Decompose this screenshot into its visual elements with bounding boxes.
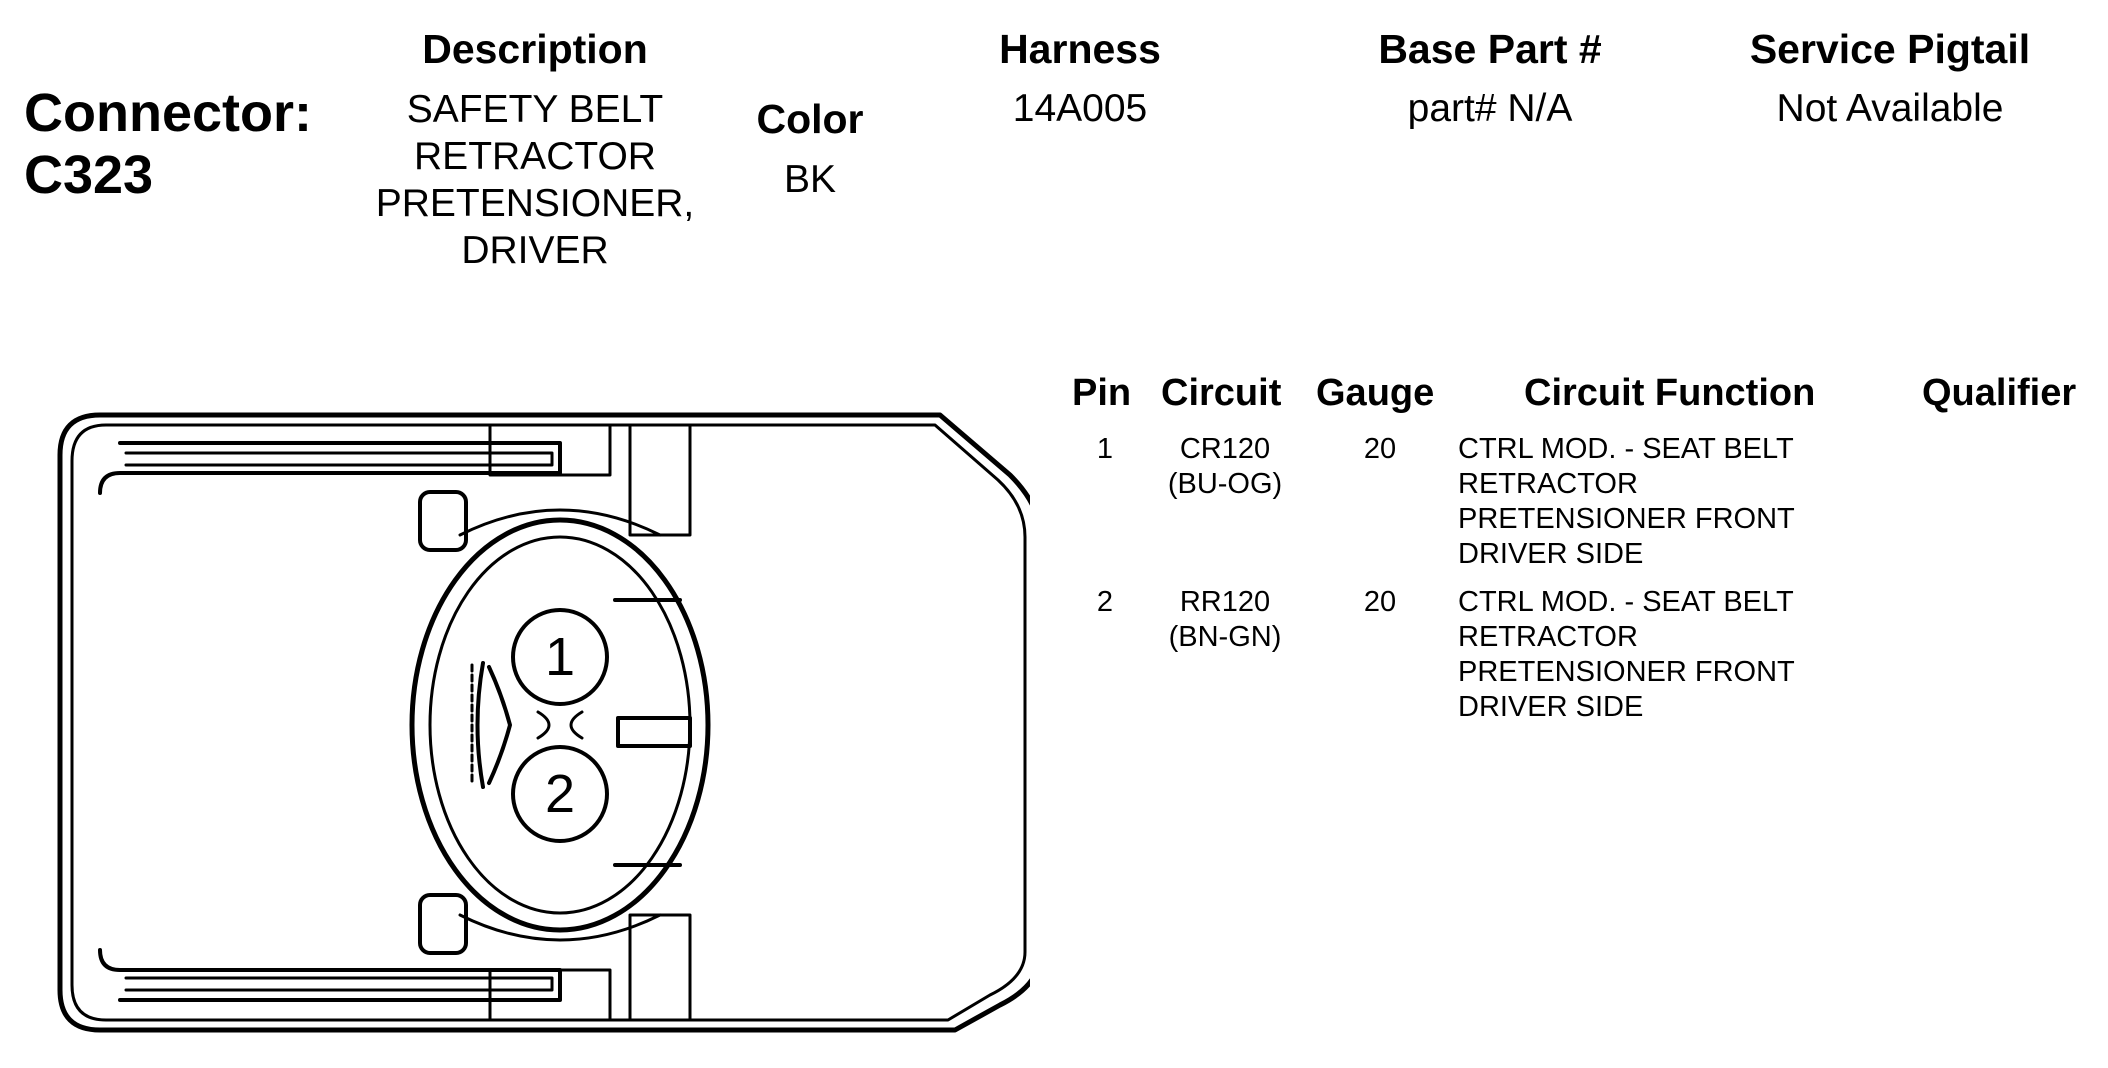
housing-outline (57, 412, 1030, 1033)
base-part-value: part# N/A (1407, 87, 1573, 130)
pin-2-circle (511, 745, 609, 843)
base-part-header: Base Part # (1378, 26, 1602, 72)
pin-1-label: 1 (545, 627, 575, 687)
circuit-function-cell: CTRL MOD. - SEAT BELT RETRACTOR PRETENSI… (1458, 585, 1878, 725)
harness-value: 14A005 (1012, 87, 1148, 130)
circuit-column-header: Circuit (1161, 372, 1282, 414)
circuit-cell: CR120 (BU-OG) (1150, 432, 1300, 502)
cavity-inner-ring (428, 535, 692, 915)
latch-bar-bottom (98, 948, 562, 1002)
cavity-outer-ring (409, 517, 711, 933)
description-line: SAFETY BELT (406, 88, 664, 131)
color-value: BK (783, 158, 837, 201)
key-top (418, 490, 468, 552)
guide-right-bottom (628, 913, 692, 1022)
circuit-function-column-header: Circuit Function (1524, 372, 1816, 414)
latch-bar-bottom-inner (124, 976, 554, 992)
connector-face-drawing: 1 2 (57, 412, 1030, 1033)
guide-top (488, 423, 612, 477)
harness-header: Harness (999, 26, 1161, 72)
pin-number: 2 (1096, 586, 1114, 618)
polarization-feature (475, 661, 512, 789)
service-pigtail-header: Service Pigtail (1749, 26, 2031, 72)
color-header: Color (756, 96, 864, 142)
circuit-cell: RR120 (BN-GN) (1150, 585, 1300, 655)
guide-bottom (488, 968, 612, 1022)
function-line: RETRACTOR (1458, 468, 1638, 500)
key-bottom (418, 893, 468, 955)
description-header: Description (422, 26, 648, 72)
cavity-arc-bottom (458, 913, 662, 942)
function-line: PRETENSIONER FRONT (1458, 656, 1795, 688)
function-line: DRIVER SIDE (1458, 691, 1644, 723)
wire-color: (BN-GN) (1168, 621, 1282, 653)
description-line: PRETENSIONER, (375, 182, 695, 225)
cavity-arc-top (458, 508, 662, 537)
function-line: CTRL MOD. - SEAT BELT (1458, 586, 1794, 618)
circuit-id: CR120 (1179, 433, 1271, 465)
function-line: CTRL MOD. - SEAT BELT (1458, 433, 1794, 465)
qualifier-column-header: Qualifier (1922, 372, 2077, 414)
rib-right-middle (616, 716, 692, 748)
circuit-id: RR120 (1179, 586, 1271, 618)
latch-bar-top (98, 441, 562, 495)
description-line: DRIVER (461, 229, 609, 272)
wire-color: (BU-OG) (1167, 468, 1283, 500)
housing-inner-outline (70, 423, 1027, 1022)
function-line: RETRACTOR (1458, 621, 1638, 653)
service-pigtail-value: Not Available (1776, 87, 2004, 130)
pin-bridge (536, 710, 584, 740)
pin-column-header: Pin (1072, 372, 1132, 414)
function-line: DRIVER SIDE (1458, 538, 1644, 570)
description-value: SAFETY BELT RETRACTOR PRETENSIONER, DRIV… (340, 86, 730, 274)
function-line: PRETENSIONER FRONT (1458, 503, 1795, 535)
circuit-function-cell: CTRL MOD. - SEAT BELT RETRACTOR PRETENSI… (1458, 432, 1878, 572)
pin-1-circle (511, 608, 609, 706)
connector-title: Connector: C323 (24, 82, 312, 206)
pin-2-label: 2 (545, 764, 575, 824)
connector-label: Connector: (24, 83, 312, 143)
latch-bar-top-inner (124, 451, 554, 467)
gauge-cell: 20 (1363, 586, 1397, 618)
connector-id: C323 (24, 145, 154, 205)
description-line: RETRACTOR (414, 135, 656, 178)
gauge-cell: 20 (1363, 433, 1397, 465)
gauge-column-header: Gauge (1316, 372, 1435, 414)
guide-right-top (628, 423, 692, 537)
pin-number: 1 (1096, 433, 1114, 465)
